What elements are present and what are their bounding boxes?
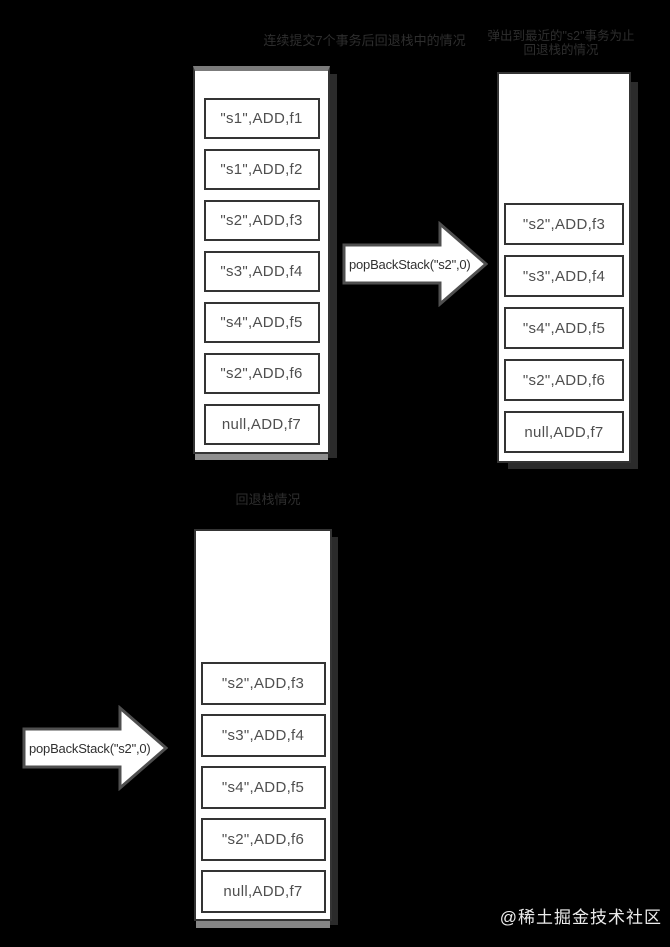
stack-entry: "s2",ADD,f6 [504, 359, 624, 401]
stack-entry: "s4",ADD,f5 [504, 307, 624, 349]
stack2-caption-line2: 回退栈的情况 [523, 43, 599, 57]
pop-back-stack-arrow-top: popBackStack("s2",0) [342, 221, 488, 307]
stack-entry: "s2",ADD,f6 [203, 353, 320, 394]
stack-entry: "s2",ADD,f3 [203, 200, 320, 241]
arrow-right-icon [22, 705, 168, 791]
stack-entry: "s3",ADD,f4 [203, 251, 320, 292]
stack3-caption: 回退栈情况 [235, 492, 301, 507]
stack-entry: null,ADD,f7 [203, 404, 320, 445]
stack2-caption-line1: 弹出到最近的"s2"事务为止 [487, 29, 635, 43]
stack-entry: null,ADD,f7 [504, 411, 624, 453]
pop-back-stack-label: popBackStack("s2",0) [29, 740, 151, 756]
stack-entry: "s2",ADD,f3 [504, 203, 624, 245]
stack-entry: "s4",ADD,f5 [200, 766, 326, 809]
stack-entry: null,ADD,f7 [200, 870, 326, 913]
stack-entry: "s1",ADD,f2 [203, 149, 320, 190]
stack-entry: "s4",ADD,f5 [203, 302, 320, 343]
stack-entry: "s2",ADD,f3 [200, 662, 326, 705]
pop-back-stack-arrow-bottom: popBackStack("s2",0) [22, 705, 168, 791]
stack-entry: "s2",ADD,f6 [200, 818, 326, 861]
stack1-caption: 连续提交7个事务后回退栈中的情况 [263, 33, 466, 48]
stack-entry: "s3",ADD,f4 [200, 714, 326, 757]
back-stack-after-bottom: "s2",ADD,f3 "s3",ADD,f4 "s4",ADD,f5 "s2"… [194, 529, 332, 921]
stack-entry: "s1",ADD,f1 [203, 98, 320, 139]
stack-entry: "s3",ADD,f4 [504, 255, 624, 297]
arrow-right-icon [342, 221, 488, 307]
watermark: @稀土掘金技术社区 [499, 908, 662, 927]
back-stack-after-top: "s2",ADD,f3 "s3",ADD,f4 "s4",ADD,f5 "s2"… [497, 72, 631, 463]
back-stack-before: "s1",ADD,f1 "s1",ADD,f2 "s2",ADD,f3 "s3"… [193, 66, 330, 454]
stack2-caption: 弹出到最近的"s2"事务为止 回退栈的情况 [486, 29, 636, 57]
pop-back-stack-label: popBackStack("s2",0) [349, 256, 471, 272]
